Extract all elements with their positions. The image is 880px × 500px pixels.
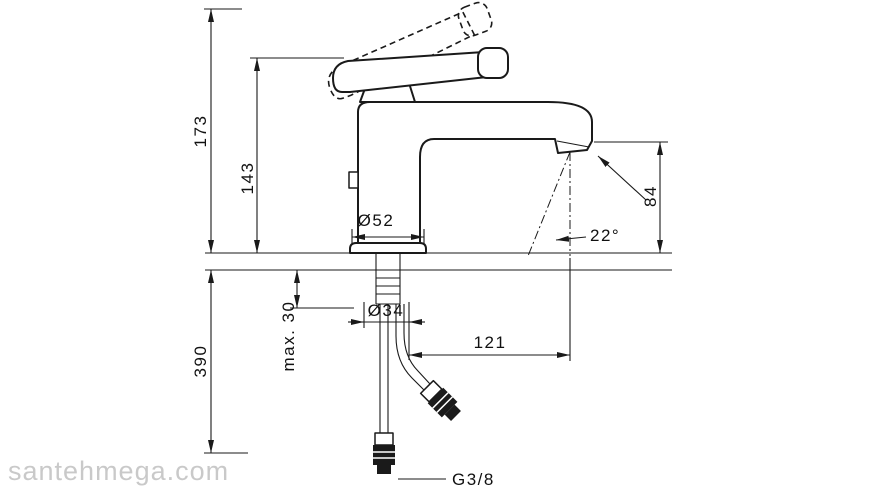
dim-shank-diameter: Ø34 [348, 301, 425, 360]
side-detail [348, 171, 359, 189]
dim-label-hose-length: 390 [191, 345, 210, 378]
supply-hose-angled [395, 304, 461, 421]
angle-pointer-arrow [555, 235, 587, 242]
dim-label-thread: G3/8 [452, 470, 495, 489]
dim-label-total-height: 173 [191, 115, 210, 148]
dim-spout-reach: 121 [409, 258, 571, 361]
hose-nut [427, 387, 458, 418]
threaded-shank [375, 253, 401, 305]
mounting-surface-lines [205, 252, 672, 271]
dim-label-spray-angle: 22° [590, 226, 620, 245]
dim-outlet-height: 84 [594, 141, 668, 253]
dim-label-shank-diameter: Ø34 [368, 301, 405, 320]
dim-base-diameter: Ø52 [351, 211, 425, 245]
dim-height-to-handle: 143 [238, 57, 344, 253]
thread-callout: G3/8 [398, 470, 495, 489]
faucet-spout-outline [357, 101, 593, 244]
supply-hose-straight [373, 304, 395, 474]
hose-tip [444, 404, 461, 421]
faucet-handle-knob [477, 47, 509, 79]
dim-label-max-mounting-depth: max. 30 [279, 301, 298, 372]
stream-angle-line [527, 151, 571, 257]
hose-nut [373, 445, 395, 465]
hose-ferrule [374, 432, 394, 446]
faucet-handle-lever [332, 51, 488, 93]
dim-hose-length: 390 [191, 270, 248, 454]
dim-label-spout-reach: 121 [474, 333, 507, 352]
dim-total-height: 173 [191, 8, 242, 253]
faucet-body [327, 1, 593, 254]
outlet-pointer-arrow [597, 155, 647, 201]
aerator-line [556, 140, 590, 148]
faucet-base-plate [349, 242, 427, 254]
dim-label-base-diameter: Ø52 [358, 211, 395, 230]
water-stream-angle: 22° [527, 151, 647, 257]
dim-max-mounting-depth: max. 30 [279, 270, 354, 371]
hose-tip [377, 465, 391, 474]
below-counter-parts [373, 253, 461, 474]
dim-label-height-to-handle: 143 [238, 162, 257, 195]
dim-label-outlet-height: 84 [641, 185, 660, 207]
watermark: santehmega.com [8, 456, 229, 486]
